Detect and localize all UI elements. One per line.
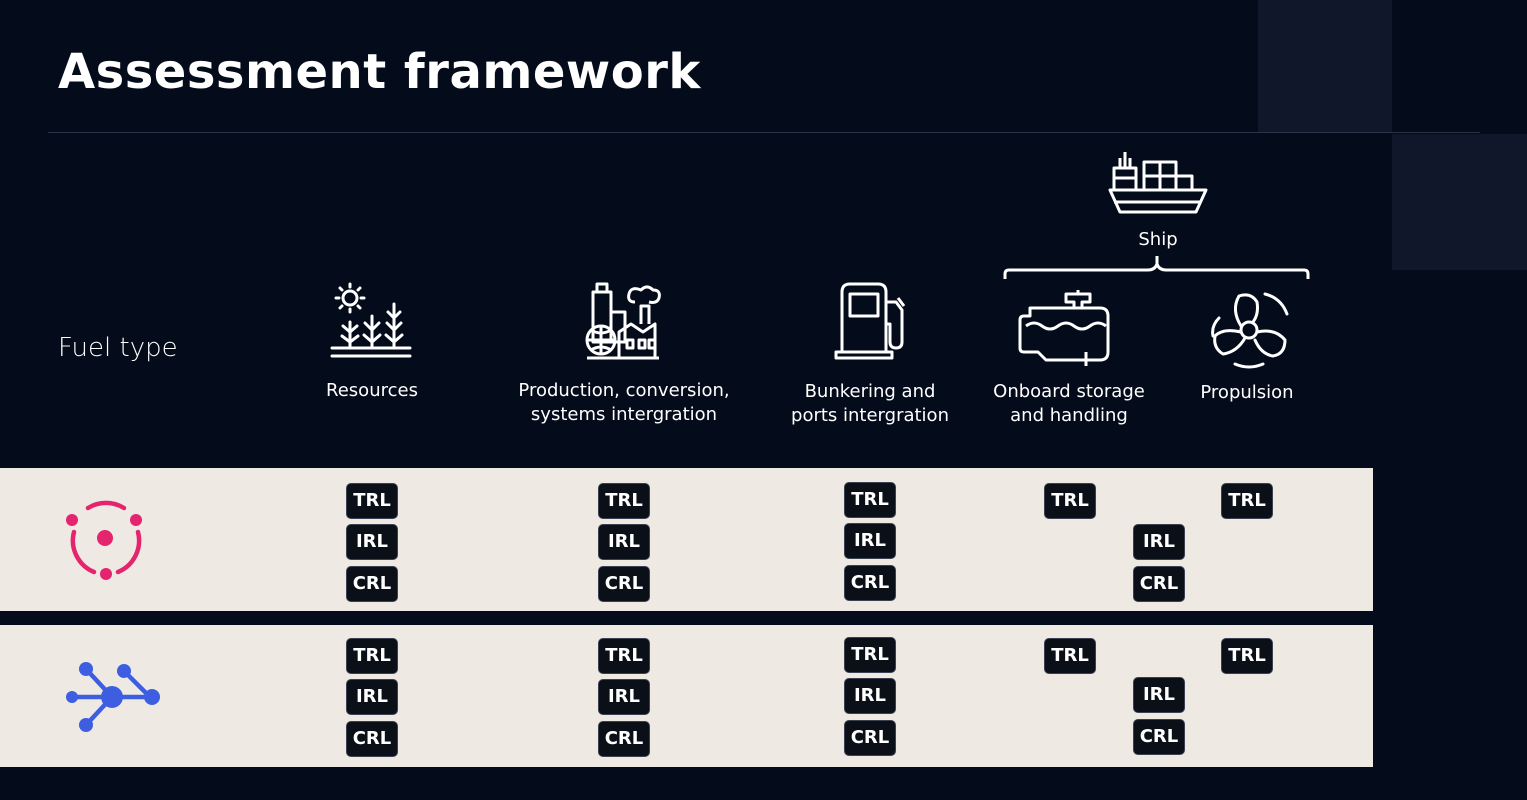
propeller-icon [1205, 288, 1293, 370]
irl-badge: IRL [844, 678, 896, 714]
trl-badge: TRL [1221, 483, 1273, 519]
crl-badge: CRL [844, 720, 896, 756]
irl-badge: IRL [598, 524, 650, 560]
network-branch-icon [64, 661, 164, 739]
trl-badge: TRL [346, 483, 398, 519]
crl-badge: CRL [844, 565, 896, 601]
irl-badge: IRL [1133, 524, 1185, 560]
irl-badge: IRL [844, 523, 896, 559]
trl-badge: TRL [1044, 638, 1096, 674]
column-label-onboard-storage: Onboard storage and handling [993, 381, 1145, 426]
trl-badge: TRL [844, 637, 896, 673]
trl-badge: TRL [598, 638, 650, 674]
ship-group-label: Ship [1138, 229, 1178, 250]
page-title: Assessment framework [58, 44, 701, 100]
irl-badge: IRL [598, 679, 650, 715]
trl-badge: TRL [1221, 638, 1273, 674]
trl-badge: TRL [1044, 483, 1096, 519]
cargo-ship-icon [1106, 150, 1210, 218]
decorative-block-right [1392, 134, 1527, 270]
column-label-resources: Resources [326, 380, 418, 401]
crl-badge: CRL [1133, 719, 1185, 755]
column-label-propulsion: Propulsion [1200, 382, 1294, 403]
trl-badge: TRL [346, 638, 398, 674]
crl-badge: CRL [346, 566, 398, 602]
trl-badge: TRL [598, 483, 650, 519]
column-label-bunkering: Bunkering and ports intergration [791, 381, 949, 426]
crl-badge: CRL [346, 721, 398, 757]
decorative-block-top [1258, 0, 1392, 132]
trl-badge: TRL [844, 482, 896, 518]
factory-globe-icon [583, 282, 663, 362]
fuel-pump-icon [832, 280, 912, 362]
title-divider [48, 132, 1480, 133]
crl-badge: CRL [598, 566, 650, 602]
column-label-production: Production, conversion, systems intergra… [518, 380, 730, 425]
irl-badge: IRL [346, 679, 398, 715]
irl-badge: IRL [346, 524, 398, 560]
engine-tank-icon [1016, 290, 1112, 370]
crl-badge: CRL [1133, 566, 1185, 602]
crl-badge: CRL [598, 721, 650, 757]
molecule-circle-icon [64, 498, 148, 586]
irl-badge: IRL [1133, 677, 1185, 713]
plants-sun-icon [330, 280, 412, 362]
fuel-type-label: Fuel type [58, 333, 178, 363]
ship-group-bracket [1000, 250, 1312, 286]
